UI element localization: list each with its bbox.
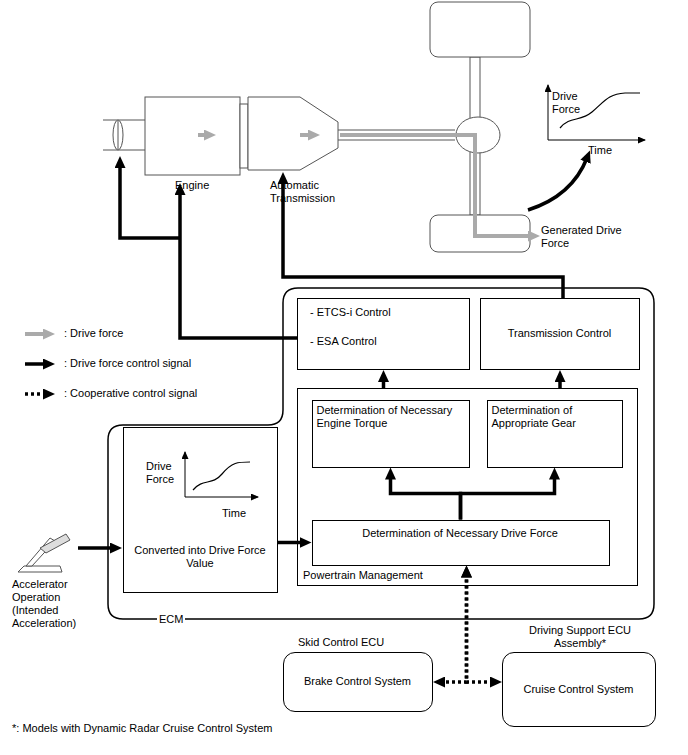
transmission bbox=[248, 97, 338, 170]
ecm-outline: ECM- ETCS-i Control- ESA ControlTransmis… bbox=[107, 287, 655, 620]
control-box: Transmission Control bbox=[480, 298, 640, 370]
accelerator-pedal bbox=[18, 534, 70, 572]
legend-text: : Cooperative control signal bbox=[64, 387, 197, 400]
drive-force-arrow bbox=[198, 133, 208, 137]
ecu-box: Driving Support ECU Assembly*Cruise Cont… bbox=[502, 652, 656, 727]
process-box: Determination of Necessary Engine Torque bbox=[312, 400, 470, 468]
legend-text: : Drive force bbox=[64, 327, 123, 340]
box-text: Determination of Necessary Engine Torque bbox=[317, 404, 465, 430]
footnote: *: Models with Dynamic Radar Cruise Cont… bbox=[12, 722, 272, 735]
management-box: Powertrain Management Determination of Ne… bbox=[297, 388, 638, 586]
drive-force-arrow bbox=[300, 133, 312, 137]
input-label: Accelerator Operation (Intended Accelera… bbox=[12, 578, 97, 630]
axis-label: Time bbox=[588, 144, 612, 157]
cooperative-signal bbox=[467, 574, 495, 683]
ecu-name: Driving Support ECU Assembly* bbox=[520, 624, 640, 650]
axis-label: Drive Force bbox=[146, 460, 186, 486]
box-text: - ETCS-i Control bbox=[310, 306, 460, 319]
drive-force-arrow bbox=[340, 135, 532, 236]
box-text: Transmission Control bbox=[483, 327, 636, 340]
process-box: Determination of Necessary Drive Force bbox=[312, 520, 610, 566]
curved-arrow bbox=[528, 158, 587, 210]
control-signal bbox=[558, 378, 562, 388]
group-label: Powertrain Management bbox=[301, 569, 425, 582]
driveline bbox=[338, 2, 530, 252]
legend-sample bbox=[25, 332, 47, 336]
part-name: Engine bbox=[175, 179, 209, 192]
control-box: - ETCS-i Control - ESA Control bbox=[297, 298, 470, 370]
control-signal bbox=[391, 476, 461, 520]
drive-force-graph bbox=[548, 85, 645, 140]
box-text: - ESA Control bbox=[310, 335, 460, 348]
throttle bbox=[103, 120, 145, 150]
part-name: Automatic Transmission bbox=[270, 179, 350, 205]
control-signal bbox=[278, 541, 304, 545]
control-signal-line bbox=[120, 164, 180, 238]
box-text: Determination of Appropriate Gear bbox=[492, 404, 618, 430]
ecu-name: Skid Control ECU bbox=[298, 636, 384, 649]
legend-sample bbox=[25, 362, 47, 366]
cooperative-signal bbox=[441, 574, 467, 683]
axis-label: Drive Force bbox=[552, 90, 592, 116]
engine bbox=[145, 97, 248, 175]
legend-text: : Drive force control signal bbox=[64, 357, 191, 370]
box-text: Determination of Necessary Drive Force bbox=[315, 527, 606, 540]
converter-box: Drive ForceTimeConverted into Drive Forc… bbox=[123, 427, 278, 593]
legend-sample bbox=[25, 392, 47, 396]
part-name: Generated Drive Force bbox=[541, 224, 641, 250]
control-signal bbox=[382, 378, 386, 388]
unit-label: ECM bbox=[157, 613, 185, 626]
ecu-box: Skid Control ECUBrake Control System bbox=[283, 652, 433, 712]
box-text: Brake Control System bbox=[286, 675, 429, 688]
control-signal bbox=[461, 476, 555, 520]
process-box: Determination of Appropriate Gear bbox=[487, 400, 623, 468]
box-text: Converted into Drive Force Value bbox=[128, 544, 272, 570]
box-text: Cruise Control System bbox=[505, 683, 652, 696]
axis-label: Time bbox=[222, 507, 246, 520]
control-signal-line bbox=[180, 191, 297, 338]
drive-force-graph bbox=[185, 452, 258, 497]
